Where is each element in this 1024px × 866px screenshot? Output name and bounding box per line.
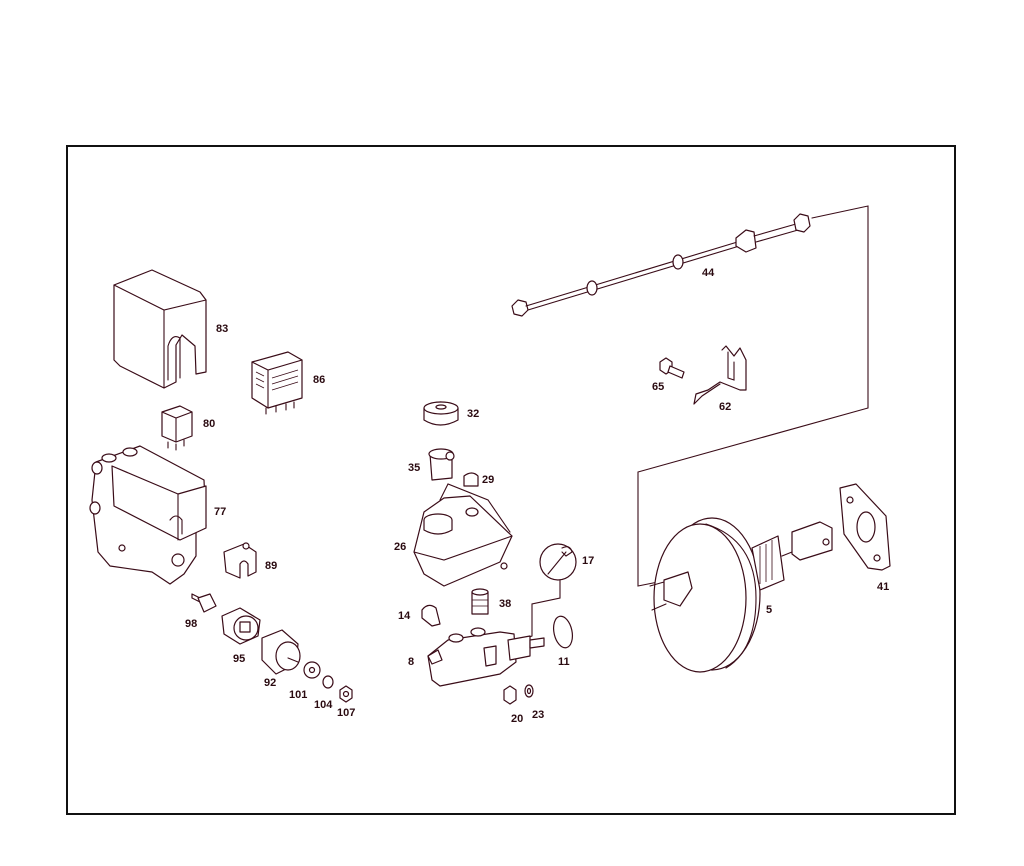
label-104: 104	[314, 699, 333, 711]
label-41: 41	[877, 581, 890, 593]
label-89: 89	[265, 560, 278, 572]
label-32: 32	[467, 408, 480, 420]
part-8-master-cylinder	[427, 627, 545, 687]
part-89-bracket	[223, 542, 257, 579]
label-101: 101	[289, 689, 308, 701]
part-92-rubber-buffer	[261, 629, 301, 675]
label-5: 5	[766, 604, 773, 616]
diagram-frame	[66, 145, 956, 815]
label-107: 107	[337, 707, 356, 719]
part-83-cover	[113, 269, 207, 389]
label-38: 38	[499, 598, 512, 610]
label-23: 23	[532, 709, 545, 721]
label-80: 80	[203, 418, 216, 430]
part-32-cap	[423, 401, 459, 426]
part-35-filter-insert	[428, 448, 455, 481]
part-38-grommet	[471, 588, 489, 615]
label-62: 62	[719, 401, 732, 413]
label-17: 17	[582, 555, 595, 567]
part-95-rubber-mount	[221, 607, 261, 645]
label-95: 95	[233, 653, 246, 665]
part-62-bracket	[693, 345, 747, 405]
part-80-relay	[161, 405, 193, 451]
part-65-bolt	[659, 357, 685, 379]
label-14: 14	[398, 610, 411, 622]
part-41-gasket	[839, 483, 891, 571]
label-11: 11	[558, 656, 570, 668]
label-86: 86	[313, 374, 326, 386]
label-83: 83	[216, 323, 229, 335]
label-35: 35	[408, 462, 421, 474]
label-44: 44	[702, 267, 715, 279]
label-26: 26	[394, 541, 407, 553]
part-98-bolt	[191, 593, 217, 613]
label-29: 29	[482, 474, 495, 486]
part-14-plug	[421, 604, 441, 627]
label-20: 20	[511, 713, 524, 725]
part-26-reservoir	[413, 483, 513, 587]
label-65: 65	[652, 381, 665, 393]
part-20-nut	[503, 685, 517, 705]
part-29-cap	[463, 472, 479, 487]
part-23-washer	[524, 684, 534, 698]
part-77-hydraulic-unit	[89, 445, 207, 585]
part-86-relay	[251, 351, 303, 415]
part-104-spring-washer	[322, 675, 334, 689]
label-92: 92	[264, 677, 277, 689]
label-8: 8	[408, 656, 415, 668]
part-101-washer	[303, 661, 321, 679]
part-44-brake-line	[511, 213, 811, 317]
part-107-nut	[339, 685, 353, 703]
part-5-brake-booster	[649, 517, 833, 673]
label-77: 77	[214, 506, 227, 518]
group-bracket-44	[637, 205, 869, 587]
part-11-o-ring	[552, 615, 574, 649]
label-98: 98	[185, 618, 198, 630]
